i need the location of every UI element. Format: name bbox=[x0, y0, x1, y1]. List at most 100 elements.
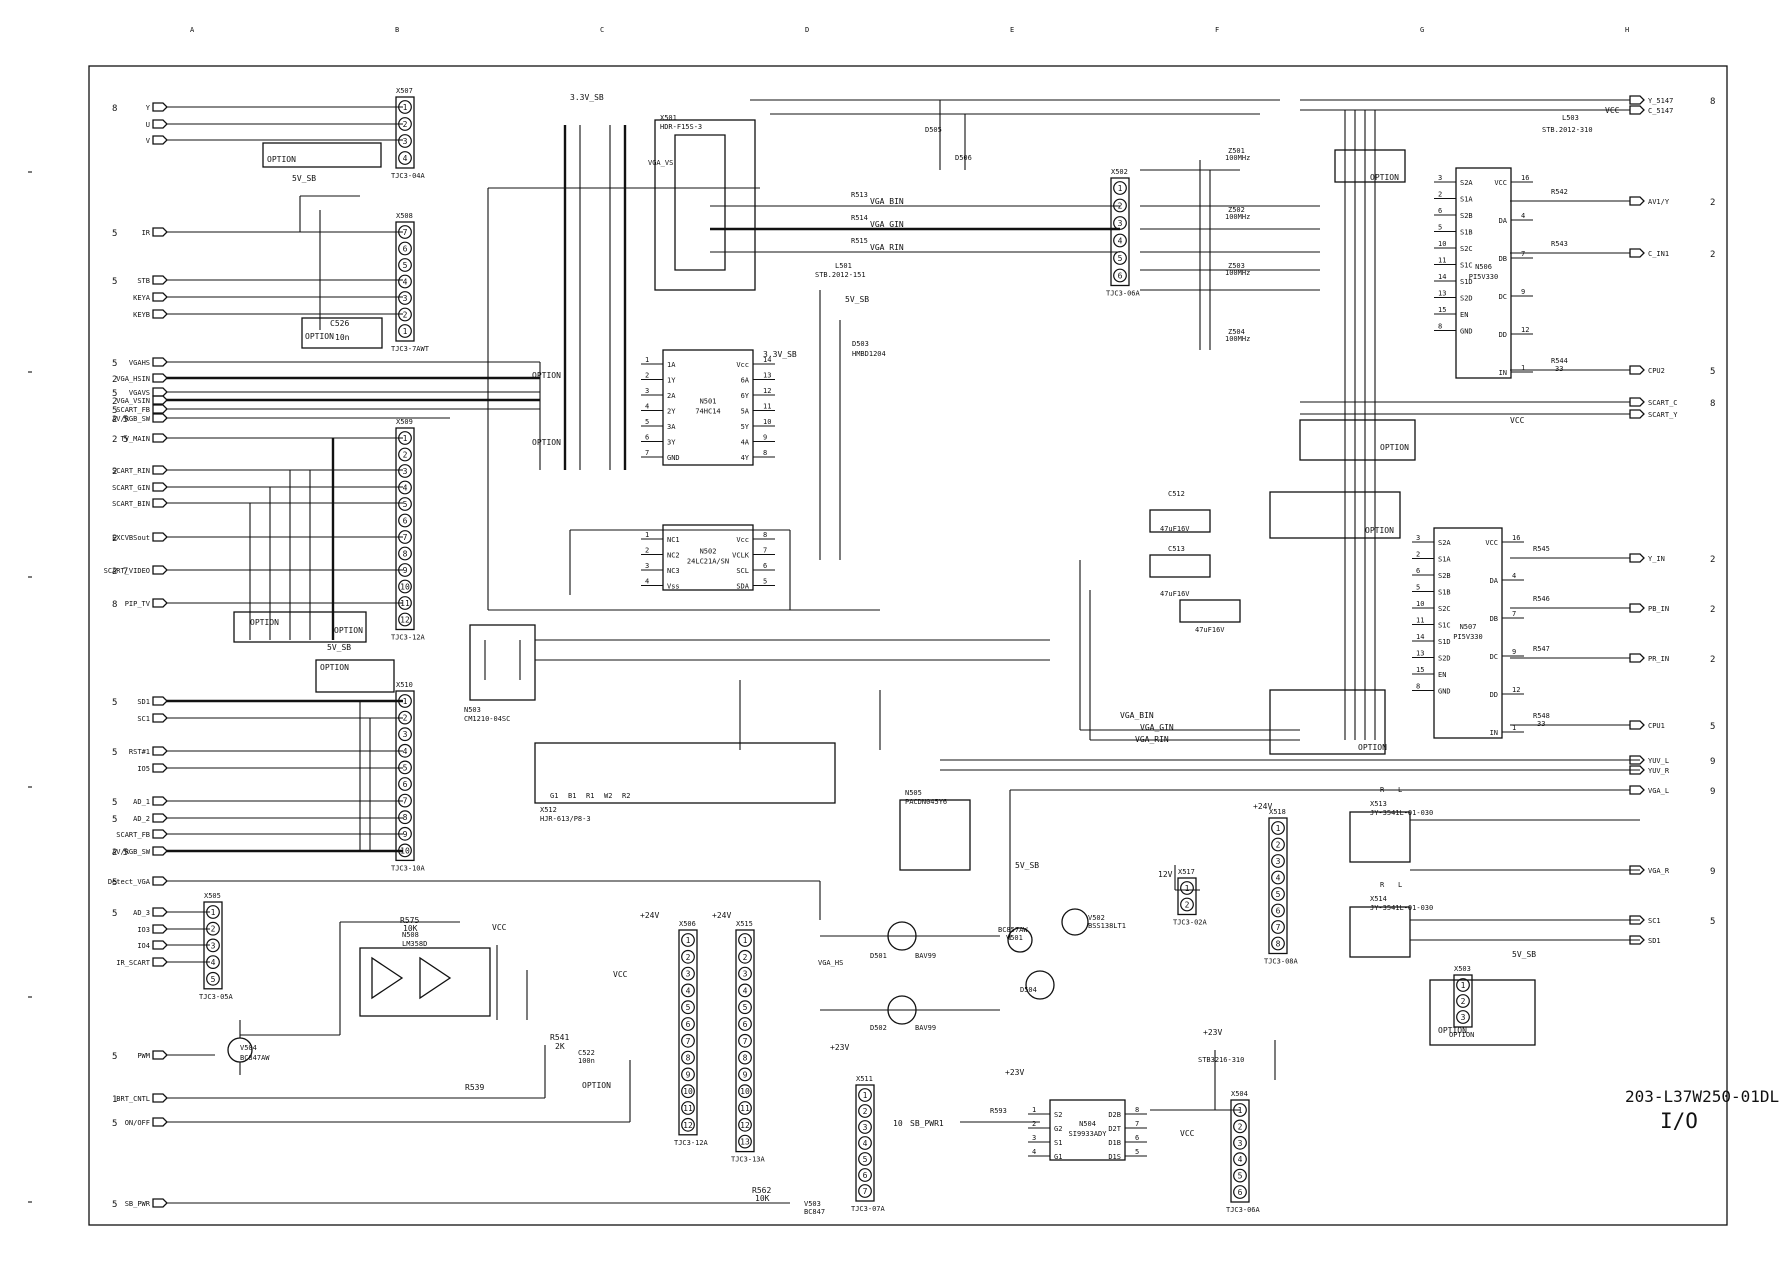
port-arrow bbox=[152, 227, 168, 237]
port-arrow bbox=[152, 135, 168, 145]
port-name: U bbox=[146, 121, 150, 129]
connector-pin bbox=[858, 1168, 872, 1182]
part-label: G1 bbox=[550, 792, 558, 800]
ic-pin-name: 2Y bbox=[667, 408, 676, 416]
ic-pin-name: DC bbox=[1490, 653, 1498, 661]
rail-5vsb-n502: 5V_SB bbox=[845, 295, 869, 304]
connector-body bbox=[395, 96, 415, 169]
port-name: VGAVS bbox=[129, 389, 150, 397]
ic-pin-name: DD bbox=[1490, 691, 1498, 699]
pin-number: 7 bbox=[1276, 923, 1281, 932]
option-x507: OPTION bbox=[267, 155, 296, 164]
wiring bbox=[166, 99, 1640, 1204]
connector-pin bbox=[398, 579, 412, 594]
connector-pin bbox=[1113, 268, 1127, 283]
connector-pin bbox=[398, 274, 412, 289]
part-ref: N503 bbox=[464, 706, 481, 714]
pin-number: 2 bbox=[1118, 202, 1123, 211]
ic-pin-number: 10 bbox=[1416, 600, 1424, 608]
connector-pin bbox=[1271, 870, 1285, 885]
left-port: SCART_GIN bbox=[112, 482, 168, 492]
ic-pin-number: 7 bbox=[763, 547, 767, 555]
ic-pin-number: 4 bbox=[645, 403, 649, 411]
ic-pin-number: 5 bbox=[1438, 224, 1442, 232]
d503-val: HMBD1204 bbox=[852, 350, 886, 358]
left-port: U bbox=[146, 119, 168, 129]
connector-pin bbox=[1233, 1185, 1247, 1199]
port-arrow bbox=[1629, 248, 1645, 258]
connector-pin bbox=[1180, 897, 1194, 912]
r562-ref: R562 bbox=[752, 1186, 771, 1195]
port-name: SCART_C bbox=[1648, 399, 1678, 407]
port-arrow bbox=[152, 957, 168, 967]
rail-24v-x518: +24V bbox=[1253, 802, 1272, 811]
rail-12v: 12V bbox=[1158, 870, 1173, 879]
ic-pin-name: S2C bbox=[1438, 605, 1451, 613]
port-arrow bbox=[152, 357, 168, 367]
connector-pin bbox=[681, 983, 695, 998]
pin-number: 8 bbox=[403, 813, 408, 822]
port-sheet-number: 8 bbox=[112, 600, 117, 610]
pin-number: 6 bbox=[403, 517, 408, 526]
ic-pin-number: 15 bbox=[1416, 666, 1424, 674]
ic-pin-name: S1C bbox=[1438, 622, 1451, 630]
left-port: KEYA bbox=[133, 292, 168, 302]
pin-number: 5 bbox=[403, 500, 408, 509]
pin-number: 4 bbox=[1276, 874, 1281, 883]
connector-body bbox=[1268, 817, 1288, 955]
connector-type: TJC3-07A bbox=[851, 1205, 886, 1213]
port-arrow bbox=[152, 532, 168, 542]
pin-number: 6 bbox=[686, 1020, 691, 1029]
connector-pin bbox=[1271, 821, 1285, 835]
connector-pin bbox=[1233, 1168, 1247, 1183]
v501-ref: V501 bbox=[1006, 934, 1023, 942]
connector-pin bbox=[398, 258, 412, 272]
pin-number: 3 bbox=[743, 970, 748, 979]
port-sheet-number: 2 bbox=[1710, 605, 1715, 615]
port-arrow bbox=[152, 387, 168, 397]
sheet-name: I/O bbox=[1660, 1109, 1698, 1133]
right-port: YUV_R bbox=[1629, 765, 1670, 775]
c514-val: 47uF16V bbox=[1160, 525, 1190, 533]
rail-24v-x515: +24V bbox=[712, 911, 731, 920]
left-port: IR_SCART bbox=[116, 957, 168, 967]
ic-pin-name: VCLK bbox=[732, 552, 750, 560]
port-sheet-number: 8 bbox=[112, 104, 117, 114]
label-group: 203-L37W250-01DL I/O 3.3V_SB 5V_SB 3.3V_… bbox=[240, 93, 1779, 1216]
z501-ref: Z501 bbox=[1228, 147, 1245, 155]
port-sheet-number: 5 bbox=[112, 1119, 117, 1129]
port-sheet-number: 2 bbox=[112, 467, 117, 477]
part-ref: X501 bbox=[660, 114, 677, 122]
port-name: KEYA bbox=[133, 294, 151, 302]
connector-pin bbox=[398, 777, 412, 791]
connector-pin bbox=[858, 1088, 872, 1102]
left-port: SCART_FB bbox=[116, 829, 168, 839]
r514-ref: R514 bbox=[851, 214, 868, 222]
ic-pin-name: SDA bbox=[736, 583, 749, 591]
connector-pin bbox=[1456, 1010, 1470, 1024]
port-arrow bbox=[1629, 915, 1645, 925]
port-sheet-number: 5 bbox=[112, 359, 117, 369]
pin-number: 3 bbox=[403, 467, 408, 476]
connector-pin bbox=[206, 971, 220, 986]
pin-number: 6 bbox=[403, 245, 408, 254]
l501-val: STB.2012-151 bbox=[815, 271, 866, 279]
port-sheet-number: 5 bbox=[112, 406, 117, 416]
connector-pin bbox=[1180, 881, 1194, 895]
connector-pin bbox=[858, 1104, 872, 1118]
ic-pin-number: 3 bbox=[1032, 1134, 1036, 1142]
part-value: CM1210-04SC bbox=[464, 715, 510, 723]
l501-ref: L501 bbox=[835, 262, 852, 270]
ic-pin-name: DC bbox=[1499, 293, 1507, 301]
port-name: SCART_Y bbox=[1648, 411, 1678, 419]
port-arrow bbox=[152, 1093, 168, 1103]
